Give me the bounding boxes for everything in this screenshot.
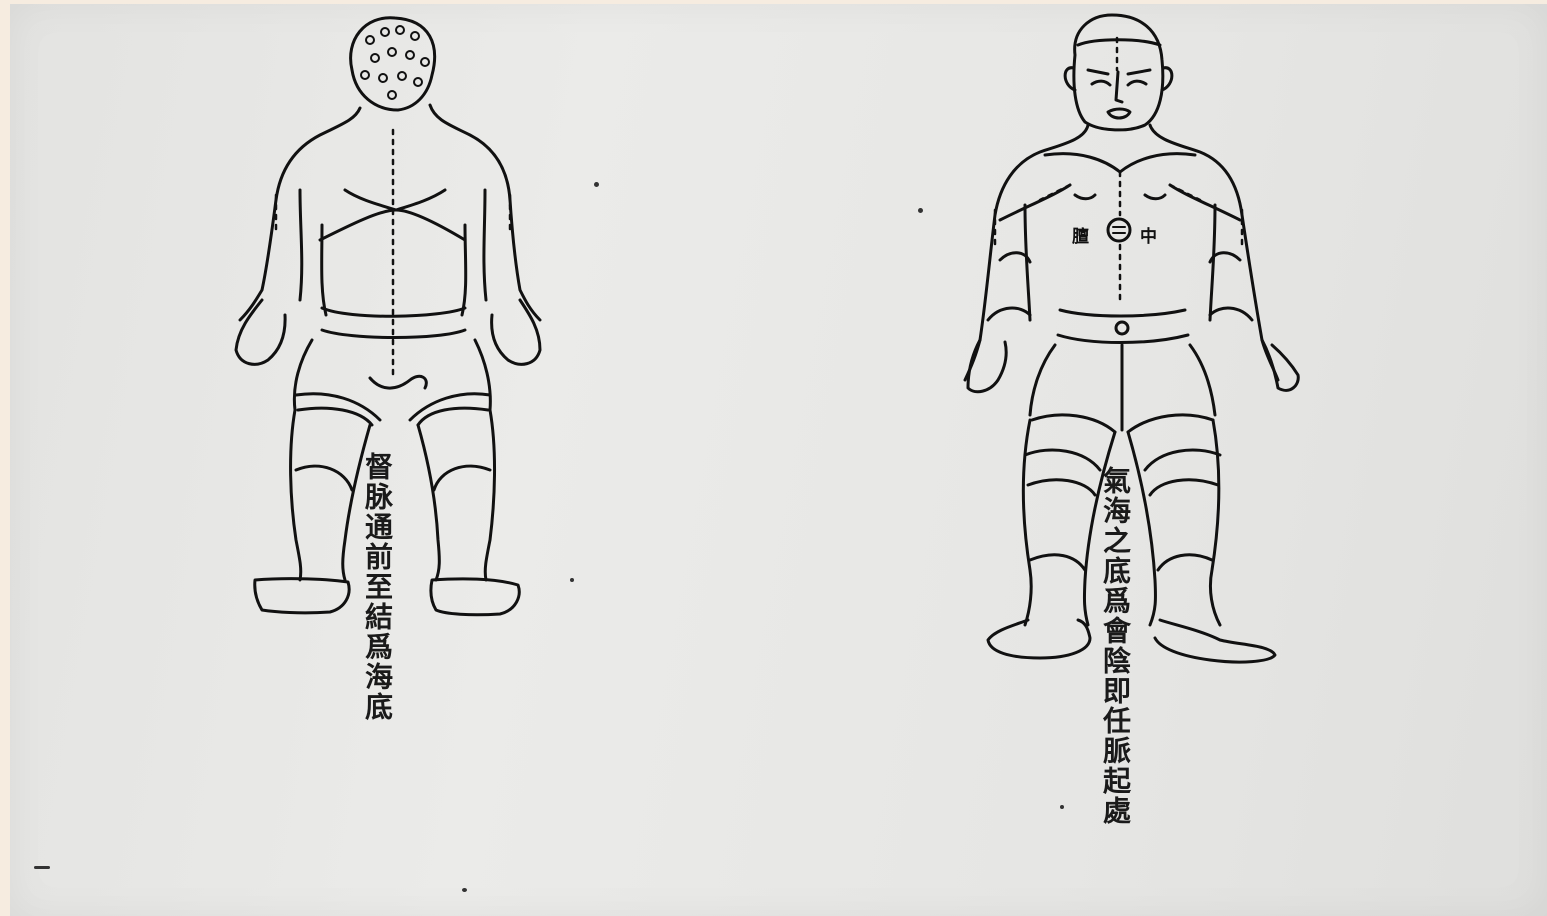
front-right-foot xyxy=(1155,620,1275,662)
back-view-caption: 督脉通前至結爲海底 xyxy=(360,452,394,722)
ink-speck xyxy=(570,578,574,582)
front-chest-point xyxy=(1108,219,1130,241)
front-right-hand xyxy=(1262,340,1298,390)
ink-speck xyxy=(462,888,467,892)
ink-speck xyxy=(594,182,599,187)
chest-label-right: 中 xyxy=(1140,222,1157,247)
ink-speck xyxy=(918,208,923,213)
front-left-foot xyxy=(988,620,1090,658)
front-left-hand xyxy=(968,340,1006,392)
front-navel-point xyxy=(1116,322,1128,334)
front-view-caption: 氣海之底爲會陰即任脈起處 xyxy=(1098,466,1132,826)
front-waist xyxy=(1058,310,1188,343)
chest-label-left: 膻 xyxy=(1072,222,1089,247)
ink-speck xyxy=(1060,805,1064,809)
ink-speck xyxy=(34,866,50,869)
